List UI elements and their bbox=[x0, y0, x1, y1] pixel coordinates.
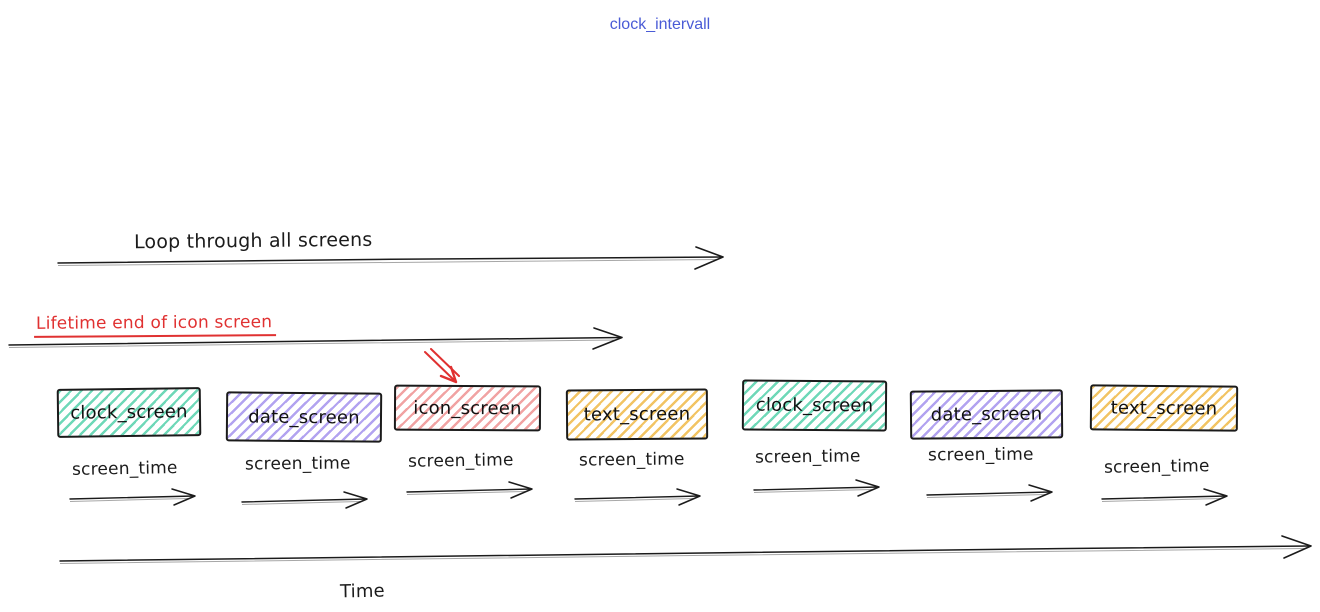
screen-box: date_screen bbox=[909, 389, 1064, 440]
screen-box: date_screen bbox=[225, 391, 383, 443]
screen-box-label: date_screen bbox=[930, 403, 1043, 426]
screen-time-label: screen_time bbox=[407, 450, 514, 472]
page-title: clock_intervall bbox=[609, 16, 711, 33]
screen-time-arrow bbox=[406, 481, 533, 499]
screen-box: clock_screen bbox=[741, 379, 888, 432]
screen-time-arrow bbox=[753, 479, 880, 497]
screen-box-label: text_screen bbox=[1110, 397, 1218, 419]
screen-time-label: screen_time bbox=[754, 446, 861, 468]
screen-box-label: date_screen bbox=[248, 406, 360, 428]
screen-box: text_screen bbox=[1089, 384, 1239, 432]
screen-time-arrow bbox=[1101, 488, 1228, 506]
screen-time-label: screen_time bbox=[244, 453, 351, 475]
screen-box: clock_screen bbox=[56, 387, 202, 438]
lifetime-arrow bbox=[8, 327, 623, 350]
screen-box-label: text_screen bbox=[583, 403, 691, 426]
screen-box-label: clock_screen bbox=[70, 401, 188, 424]
screen-time-arrow bbox=[241, 491, 368, 509]
screen-box-label: clock_screen bbox=[755, 394, 874, 417]
screen-time-arrow bbox=[574, 488, 701, 506]
time-axis-arrow bbox=[59, 535, 1312, 564]
screen-box: icon_screen bbox=[393, 384, 542, 432]
screen-time-arrow bbox=[69, 488, 196, 506]
highlight-arrow-icon bbox=[424, 348, 460, 384]
screen-time-label: screen_time bbox=[927, 444, 1034, 466]
screen-box-label: icon_screen bbox=[413, 397, 522, 419]
screen-time-label: screen_time bbox=[1103, 456, 1210, 478]
time-axis-label: Time bbox=[339, 580, 386, 603]
screen-box: text_screen bbox=[565, 388, 709, 441]
screen-time-label: screen_time bbox=[578, 449, 685, 471]
loop-arrow bbox=[57, 246, 724, 270]
screen-time-label: screen_time bbox=[71, 458, 178, 480]
screen-time-arrow bbox=[926, 484, 1053, 502]
